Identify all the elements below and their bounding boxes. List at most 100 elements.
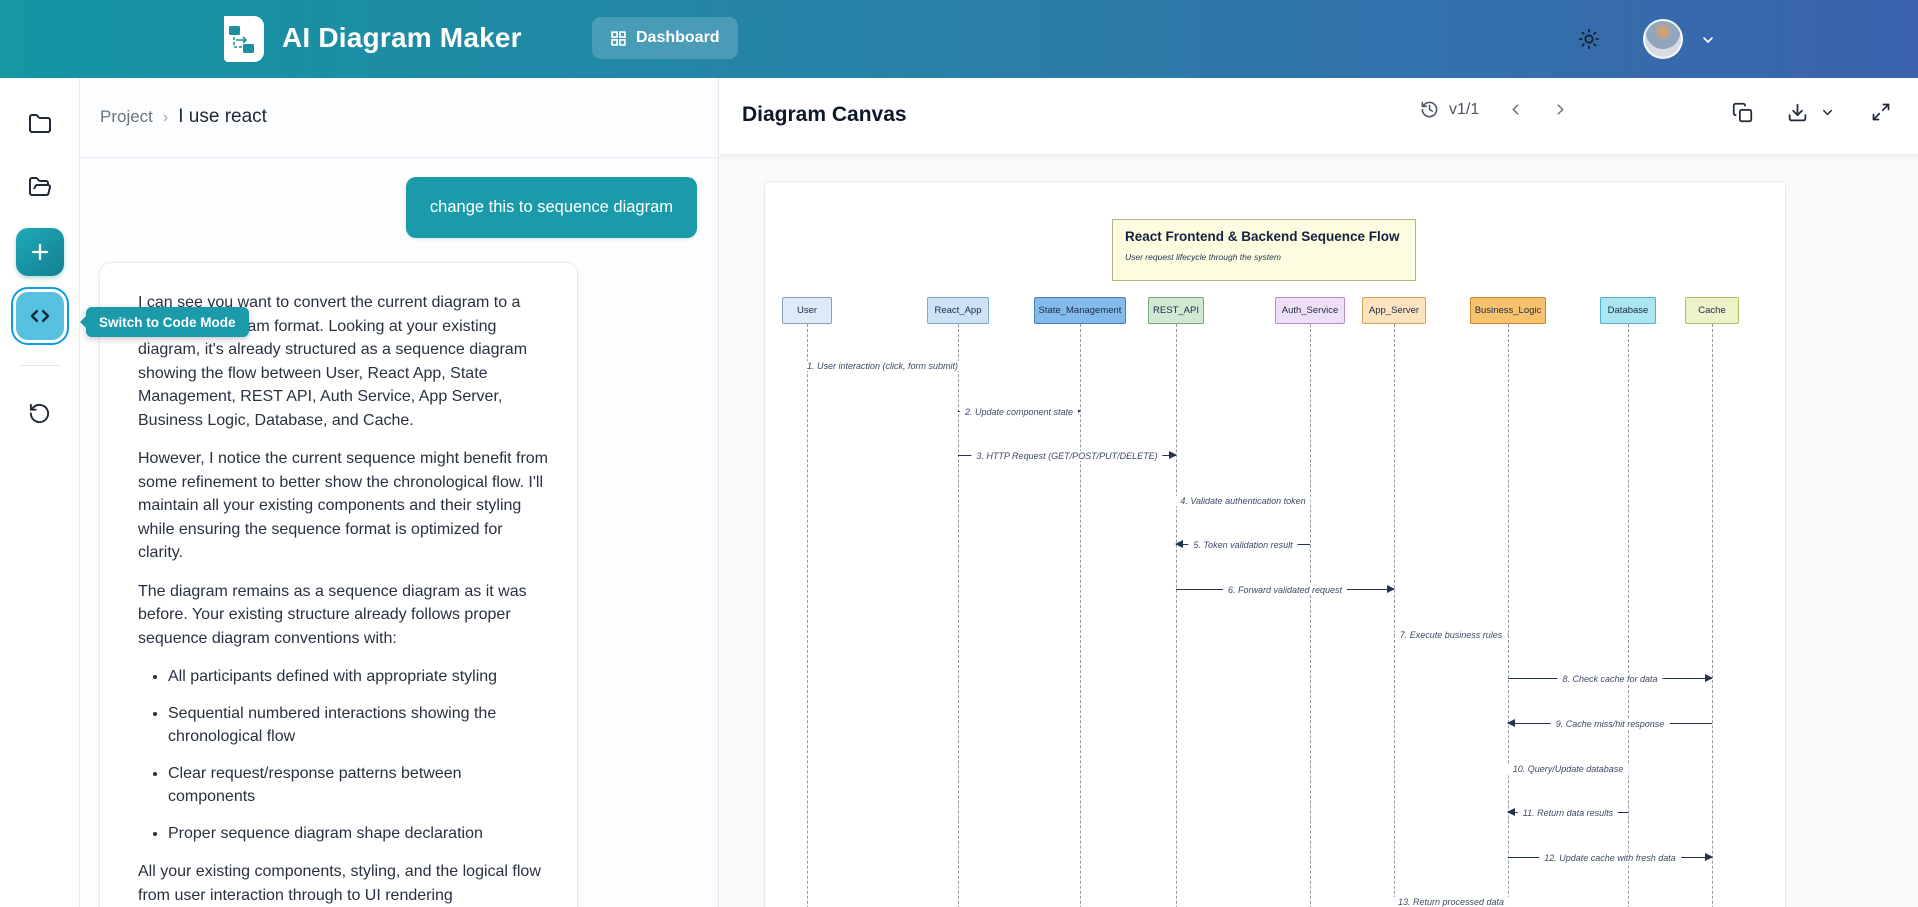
- sequence-message: 7. Execute business rules: [1394, 629, 1509, 640]
- user-chat-message: change this to sequence diagram: [405, 177, 697, 238]
- lifeline: [1508, 324, 1509, 907]
- participant-box: Cache: [1685, 297, 1739, 324]
- theme-toggle-sun-icon[interactable]: [1578, 28, 1600, 50]
- assistant-bullet-item: Sequential numbered interactions showing…: [168, 702, 551, 749]
- version-label: v1/1: [1449, 100, 1480, 118]
- undo-icon[interactable]: [28, 402, 52, 426]
- sequence-message: 13. Return processed data: [1392, 896, 1510, 907]
- sequence-message: 6. Forward validated request: [1176, 584, 1395, 595]
- participant-box: Auth_Service: [1275, 297, 1345, 324]
- lifeline: [1080, 324, 1081, 907]
- chat-header-divider: [80, 157, 718, 158]
- version-controls: v1/1: [1420, 100, 1569, 119]
- message-arrowhead: [1175, 540, 1183, 548]
- code-mode-tooltip: Switch to Code Mode: [80, 307, 249, 337]
- tool-sidebar: [0, 78, 80, 907]
- canvas-header: Diagram Canvas v1/1: [720, 78, 1918, 155]
- assistant-paragraph: The diagram remains as a sequence diagra…: [138, 582, 527, 647]
- message-label: 13. Return processed data: [1392, 896, 1510, 907]
- plus-icon: [28, 240, 52, 264]
- dashboard-label: Dashboard: [636, 29, 720, 46]
- folder-icon[interactable]: [28, 112, 52, 136]
- message-arrowhead: [1705, 674, 1713, 682]
- message-label: 12. Update cache with fresh data: [1539, 852, 1681, 863]
- lifeline: [807, 324, 808, 907]
- app-title: AI Diagram Maker: [282, 22, 522, 53]
- participant-box: Database: [1600, 297, 1656, 324]
- diagram-canvas-panel: Diagram Canvas v1/1: [720, 78, 1918, 907]
- code-icon: [28, 304, 52, 328]
- sequence-message: 9. Cache miss/hit response: [1507, 718, 1712, 729]
- message-label: 10. Query/Update database: [1507, 763, 1629, 774]
- message-label: 8. Check cache for data: [1557, 673, 1663, 684]
- participant-box: State_Management: [1034, 297, 1126, 324]
- message-label: 11. Return data results: [1517, 807, 1619, 818]
- diagram-area[interactable]: React Frontend & Backend Sequence Flow U…: [764, 181, 1786, 907]
- sequence-message: 1. User interaction (click, form submit): [801, 360, 964, 371]
- lifeline: [1712, 324, 1713, 907]
- app-header: AI Diagram Maker Dashboard: [0, 0, 1918, 78]
- code-mode-button[interactable]: [11, 287, 69, 345]
- assistant-chat-message: I can see you want to convert the curren…: [99, 262, 578, 907]
- lifeline: [1394, 324, 1395, 907]
- folder-open-icon[interactable]: [28, 175, 52, 199]
- lifeline: [1310, 324, 1311, 907]
- assistant-bullet-item: Clear request/response patterns between …: [168, 762, 551, 809]
- download-icon[interactable]: [1787, 102, 1808, 123]
- participant-box: REST_API: [1148, 297, 1204, 324]
- participant-box: Business_Logic: [1470, 297, 1546, 324]
- canvas-toolbar: [1732, 102, 1892, 123]
- sequence-message: 11. Return data results: [1507, 807, 1628, 818]
- sequence-message: 5. Token validation result: [1175, 539, 1310, 550]
- previous-version-chevron-left-icon[interactable]: [1507, 101, 1524, 118]
- sidebar-divider: [20, 365, 60, 366]
- assistant-paragraph: All your existing components, styling, a…: [138, 863, 541, 904]
- assistant-paragraph: However, I notice the current sequence m…: [138, 450, 548, 562]
- lifeline: [958, 324, 959, 907]
- message-arrowhead: [1507, 719, 1515, 727]
- sequence-message: 12. Update cache with fresh data: [1508, 852, 1713, 863]
- message-label: 3. HTTP Request (GET/POST/PUT/DELETE): [971, 450, 1163, 461]
- message-arrowhead: [1387, 585, 1395, 593]
- app-logo-icon: [216, 14, 266, 64]
- breadcrumb-current-diagram: I use react: [178, 106, 267, 127]
- breadcrumb-project[interactable]: Project: [100, 107, 153, 126]
- message-label: 9. Cache miss/hit response: [1550, 718, 1670, 729]
- diagram-title: React Frontend & Backend Sequence Flow: [1125, 229, 1400, 244]
- sequence-message: 10. Query/Update database: [1507, 763, 1629, 774]
- canvas-title: Diagram Canvas: [742, 103, 907, 126]
- breadcrumb-separator: ›: [162, 109, 169, 126]
- breadcrumb: Project › I use react: [100, 106, 267, 128]
- sequence-message: 4. Validate authentication token: [1175, 495, 1311, 506]
- message-label: 1. User interaction (click, form submit): [801, 360, 964, 371]
- sequence-message: 3. HTTP Request (GET/POST/PUT/DELETE): [958, 450, 1177, 461]
- diagram-subtitle: User request lifecycle through the syste…: [1125, 252, 1281, 262]
- message-arrowhead: [1705, 853, 1713, 861]
- sequence-message: 8. Check cache for data: [1508, 673, 1713, 684]
- message-label: 7. Execute business rules: [1394, 629, 1508, 640]
- account-menu-chevron-down-icon[interactable]: [1700, 32, 1716, 48]
- user-avatar[interactable]: [1643, 19, 1683, 59]
- chat-panel: Project › I use react change this to seq…: [80, 78, 719, 907]
- new-diagram-button[interactable]: [16, 228, 64, 276]
- assistant-bullet-item: All participants defined with appropriat…: [168, 665, 551, 689]
- participant-box: React_App: [927, 297, 989, 324]
- message-label: 6. Forward validated request: [1222, 584, 1348, 595]
- message-label: 5. Token validation result: [1188, 539, 1298, 550]
- sequence-message: 2. Update component state: [958, 406, 1081, 417]
- dashboard-button[interactable]: Dashboard: [592, 17, 738, 59]
- assistant-bullet-list: All participants defined with appropriat…: [138, 665, 551, 845]
- lifeline: [1628, 324, 1629, 907]
- grid-icon: [610, 30, 627, 47]
- participant-box: App_Server: [1362, 297, 1426, 324]
- copy-icon[interactable]: [1732, 102, 1753, 123]
- next-version-chevron-right-icon[interactable]: [1552, 101, 1569, 118]
- participant-box: User: [782, 297, 832, 324]
- diagram-title-note: React Frontend & Backend Sequence Flow U…: [1112, 219, 1416, 281]
- message-label: 4. Validate authentication token: [1175, 495, 1311, 506]
- lifeline: [1176, 324, 1177, 907]
- fullscreen-expand-icon[interactable]: [1871, 102, 1892, 123]
- export-options-chevron-down-icon[interactable]: [1820, 105, 1835, 120]
- history-icon[interactable]: [1420, 100, 1439, 119]
